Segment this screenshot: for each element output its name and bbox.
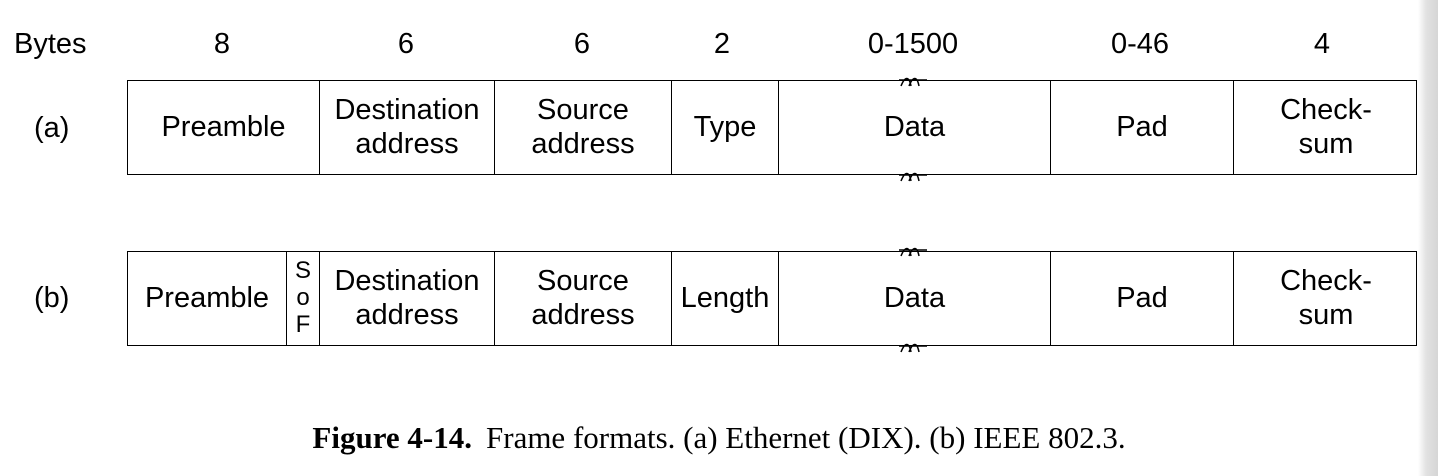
byte-size-preamble: 8 [213, 28, 231, 60]
frame-a-preamble-text: Preamble [161, 110, 286, 143]
frame-b-destination-line2: address [355, 298, 459, 331]
frame-b-checksum-line1: Check- [1280, 265, 1372, 298]
frame-a-data-field: Data [778, 81, 1050, 174]
frame-b-sof-s: S [294, 257, 311, 285]
frame-a-pad-text: Pad [1116, 110, 1168, 143]
byte-size-source: 6 [573, 28, 591, 60]
frame-b-preamble-field: Preamble [128, 252, 286, 345]
page-edge-shadow [1418, 0, 1438, 476]
frame-b-source-line1: Source [537, 265, 629, 298]
frame-b-preamble-text: Preamble [144, 281, 270, 314]
bytes-label: Bytes [14, 28, 87, 60]
frame-a-destination-field: Destination address [319, 81, 494, 174]
figure-caption-text: Frame formats. (a) Ethernet (DIX). (b) I… [486, 420, 1126, 455]
frame-a-pad-field: Pad [1050, 81, 1233, 174]
frame-a-ethernet-dix: Preamble Destination address Source addr… [127, 80, 1417, 175]
frame-a-data-text: Data [883, 110, 946, 143]
frame-a-destination-line2: address [355, 127, 459, 160]
frame-b-source-field: Source address [494, 252, 671, 345]
frame-a-source-field: Source address [494, 81, 671, 174]
frame-a-label: (a) [34, 112, 70, 144]
frame-a-source-line1: Source [537, 94, 629, 127]
frame-a-type-text: Type [693, 110, 757, 143]
frame-b-data-text: Data [883, 281, 946, 314]
frame-a-checksum-line2: sum [1298, 127, 1354, 160]
frame-b-sof-o: o [296, 284, 310, 312]
byte-size-destination: 6 [397, 28, 415, 60]
frame-b-checksum-field: Check- sum [1233, 252, 1418, 345]
frame-b-length-field: Length [671, 252, 778, 345]
frame-b-data-field: Data [778, 252, 1050, 345]
frame-a-preamble-field: Preamble [128, 81, 319, 174]
frame-b-data-break-bottom-icon [899, 343, 927, 353]
frame-b-pad-text: Pad [1116, 281, 1168, 314]
byte-size-type: 2 [713, 28, 731, 60]
frame-a-checksum-field: Check- sum [1233, 81, 1418, 174]
frame-b-pad-field: Pad [1050, 252, 1233, 345]
frame-b-source-line2: address [531, 298, 635, 331]
byte-size-checksum: 4 [1313, 28, 1331, 60]
frame-b-label: (b) [34, 282, 70, 314]
frame-a-data-break-top-icon [899, 77, 927, 87]
byte-size-data: 0-1500 [867, 28, 959, 60]
frame-a-data-break-bottom-icon [899, 172, 927, 182]
frame-b-destination-field: Destination address [319, 252, 494, 345]
frame-a-type-field: Type [671, 81, 778, 174]
frame-a-source-line2: address [531, 127, 635, 160]
figure-number: Figure 4-14. [312, 420, 472, 455]
frame-b-destination-line1: Destination [334, 265, 480, 298]
frame-b-length-text: Length [680, 281, 770, 314]
frame-b-ieee-802-3: Preamble S o F Destination address Sourc… [127, 251, 1417, 346]
byte-size-pad: 0-46 [1110, 28, 1170, 60]
frame-b-data-break-top-icon [899, 247, 927, 257]
frame-b-checksum-line2: sum [1298, 298, 1354, 331]
frame-b-sof-f: F [295, 310, 311, 338]
frame-a-checksum-line1: Check- [1280, 94, 1372, 127]
frame-a-destination-line1: Destination [334, 94, 480, 127]
frame-b-sof-field: S o F [286, 252, 319, 345]
figure-caption: Figure 4-14. Frame formats. (a) Ethernet … [0, 420, 1438, 456]
